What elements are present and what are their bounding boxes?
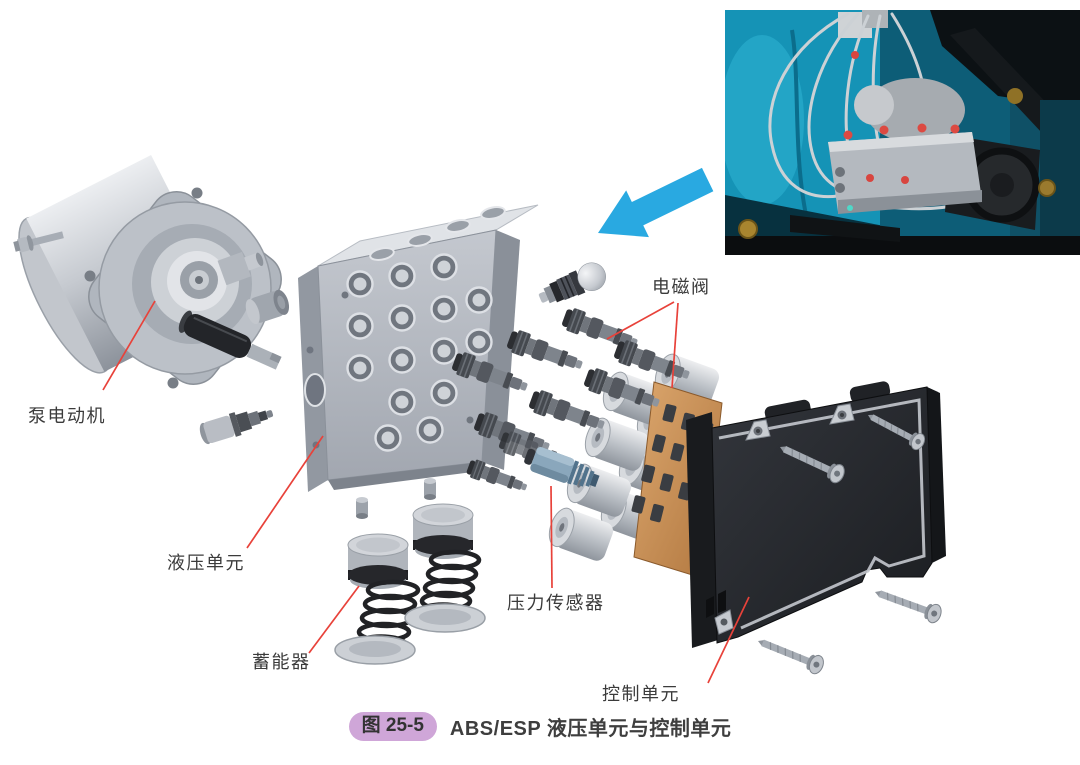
figure-caption: 图 25-5 ABS/ESP 液压单元与控制单元 bbox=[0, 712, 1080, 741]
pump-motor-part bbox=[13, 154, 290, 445]
pump-motor-label: 泵电动机 bbox=[28, 406, 106, 426]
accumulator-piston bbox=[412, 503, 474, 559]
pressure-sensor-label: 压力传感器 bbox=[507, 593, 605, 613]
control-unit-label: 控制单元 bbox=[602, 684, 680, 704]
motor-bolt bbox=[13, 231, 64, 253]
leader-lines bbox=[102, 300, 750, 684]
mounting-ear bbox=[714, 403, 855, 635]
pressure-sensor-part bbox=[524, 447, 600, 488]
installed-unit-photo bbox=[725, 10, 1080, 255]
solenoid-valve-capped bbox=[538, 262, 606, 304]
photo-callout-arrow-icon bbox=[598, 167, 714, 238]
motor-brush-cap bbox=[245, 289, 290, 325]
motor-cable-sleeve bbox=[178, 310, 282, 370]
figure-number-badge: 图 25-5 bbox=[348, 712, 437, 741]
control-unit-box bbox=[686, 381, 946, 648]
solenoid-valves bbox=[449, 262, 694, 498]
loose-valve-part bbox=[199, 410, 274, 445]
accumulator-label: 蓄能器 bbox=[252, 652, 311, 672]
block-pin bbox=[356, 497, 368, 519]
figure-caption-text: ABS/ESP 液压单元与控制单元 bbox=[449, 718, 732, 740]
accumulator-piston bbox=[347, 533, 409, 589]
accumulator-cap bbox=[334, 603, 486, 665]
hydraulic-unit-label: 液压单元 bbox=[167, 553, 245, 573]
accumulator-parts bbox=[334, 503, 486, 665]
solenoid-valve-label: 电磁阀 bbox=[652, 277, 711, 297]
hydraulic-unit-block bbox=[298, 204, 539, 519]
block-pin bbox=[424, 478, 436, 500]
